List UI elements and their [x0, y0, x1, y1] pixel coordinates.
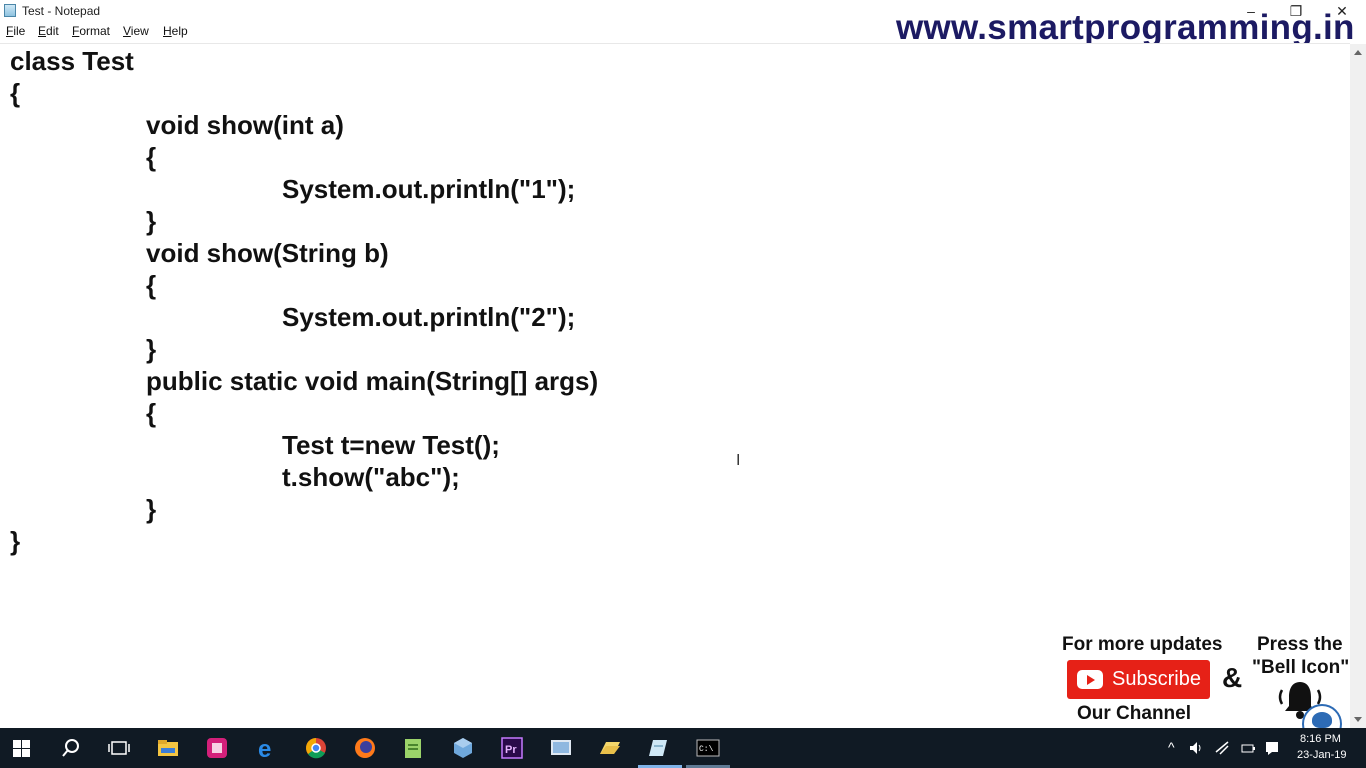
code-line: class Test: [10, 46, 134, 76]
code-line: {: [10, 78, 21, 108]
code-line: }: [146, 334, 157, 364]
youtube-play-icon: [1077, 670, 1103, 689]
menu-help[interactable]: Help: [163, 24, 188, 38]
our-channel-text: Our Channel: [1077, 703, 1192, 724]
subscribe-button[interactable]: Subscribe: [1067, 660, 1210, 699]
code-line: }: [146, 206, 157, 236]
menu-view-mnemonic: V: [123, 24, 131, 38]
scroll-up-icon[interactable]: [1354, 50, 1362, 55]
menu-divider: [0, 43, 1350, 44]
menu-format[interactable]: Format: [72, 24, 110, 38]
subscribe-label: Subscribe: [1112, 668, 1201, 690]
vertical-scrollbar[interactable]: [1350, 44, 1366, 728]
scroll-down-icon[interactable]: [1354, 717, 1362, 722]
menu-format-mnemonic: F: [72, 24, 80, 38]
menu-file-label: ile: [13, 24, 26, 38]
bell-icon: [1278, 682, 1322, 719]
file-explorer-icon[interactable]: [156, 736, 180, 760]
windows-start-icon[interactable]: [13, 740, 30, 757]
menu-format-label: ormat: [79, 24, 111, 38]
control-panel-icon[interactable]: [549, 736, 573, 760]
menu-help-mnemonic: H: [163, 24, 172, 38]
premiere-icon[interactable]: Pr: [500, 736, 524, 760]
code-line: System.out.println("1");: [282, 174, 576, 204]
wifi-icon[interactable]: [1214, 740, 1230, 756]
code-line: public static void main(String[] args): [146, 366, 599, 396]
notepad-icon[interactable]: [647, 736, 671, 760]
active-app-indicator: [638, 765, 682, 768]
text-cursor-icon: I: [736, 452, 741, 469]
notepadpp-icon[interactable]: [401, 736, 425, 760]
clock-time[interactable]: 8:16 PM: [1300, 733, 1341, 745]
folder-icon[interactable]: [598, 736, 622, 760]
app-pink-icon[interactable]: [205, 736, 229, 760]
promo-updates-text: For more updates: [1062, 634, 1223, 655]
close-button[interactable]: ✕: [1336, 3, 1348, 19]
menu-file[interactable]: File: [6, 24, 25, 38]
battery-icon[interactable]: [1240, 740, 1256, 756]
cmd-icon[interactable]: C:\: [696, 736, 720, 760]
svg-text:e: e: [258, 736, 271, 760]
menu-edit-mnemonic: E: [38, 24, 47, 38]
tray-chevron-icon[interactable]: ^: [1168, 739, 1175, 755]
chrome-icon[interactable]: [304, 736, 328, 760]
notepad-app-icon: [4, 4, 16, 17]
menu-view-label: iew: [130, 24, 149, 38]
menu-edit-label: dit: [46, 24, 59, 38]
restore-button[interactable]: ❐: [1289, 3, 1303, 19]
code-line: {: [146, 142, 157, 172]
code-line: void show(int a): [146, 110, 344, 140]
edge-icon[interactable]: e: [255, 736, 279, 760]
ampersand-text: &: [1222, 662, 1243, 693]
code-line: t.show("abc");: [282, 462, 460, 492]
firefox-icon[interactable]: [353, 736, 377, 760]
menu-file-mnemonic: F: [6, 24, 14, 38]
code-line: Test t=new Test();: [282, 430, 500, 460]
website-watermark: www.smartprogramming.in: [896, 8, 1355, 47]
svg-text:Pr: Pr: [505, 744, 517, 756]
running-app-indicator: [686, 765, 730, 768]
text-editor-area[interactable]: class Test { void show(int a) { System.o…: [0, 44, 1350, 728]
menu-edit[interactable]: Edit: [38, 24, 59, 38]
code-line: }: [146, 494, 157, 524]
virtualbox-icon[interactable]: [451, 736, 475, 760]
code-line: void show(String b): [146, 238, 389, 268]
menu-view[interactable]: View: [123, 24, 149, 38]
volume-icon[interactable]: [1188, 740, 1204, 756]
menu-help-label: elp: [171, 24, 188, 38]
notification-icon[interactable]: [1264, 740, 1280, 756]
minimize-button[interactable]: –: [1247, 3, 1255, 19]
task-view-icon[interactable]: [107, 736, 131, 760]
title-bar: Test - Notepad – ❐ ✕: [0, 0, 1366, 22]
press-the-text: Press the: [1257, 634, 1343, 655]
window-title: Test - Notepad: [22, 4, 101, 18]
search-icon[interactable]: [59, 736, 83, 760]
code-line: {: [146, 270, 157, 300]
taskbar: e Pr C:\ ^ 8:16 PM 23-Jan-19: [0, 728, 1366, 768]
bell-icon-text: "Bell Icon": [1252, 657, 1350, 678]
clock-date[interactable]: 23-Jan-19: [1297, 749, 1347, 761]
code-line: System.out.println("2");: [282, 302, 576, 332]
code-line: }: [10, 526, 21, 556]
code-line: {: [146, 398, 157, 428]
svg-text:C:\: C:\: [699, 745, 714, 754]
